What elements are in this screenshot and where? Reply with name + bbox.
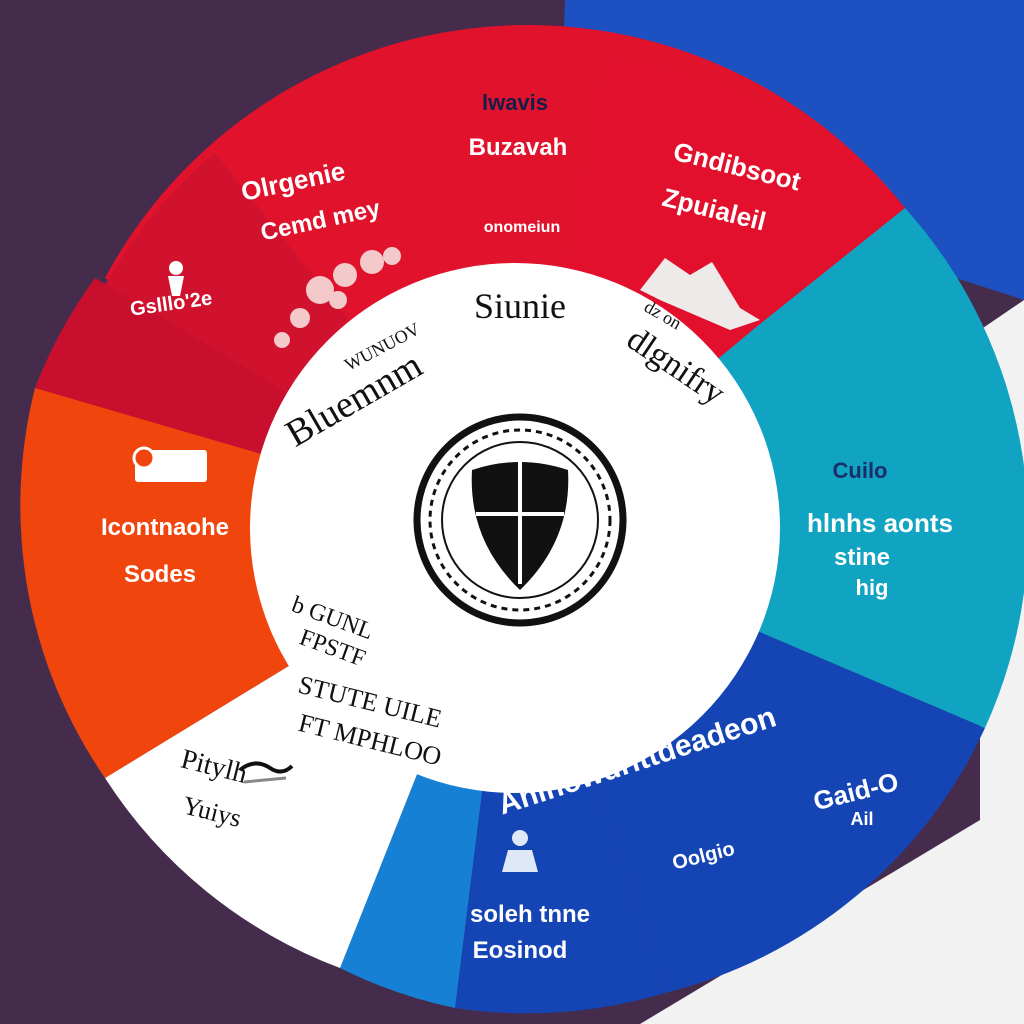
label-mid-blue-1: soleh tnne [470, 901, 590, 928]
mountain-icon [640, 258, 760, 330]
label-teal-3: stine [834, 544, 890, 571]
person-icon [502, 830, 538, 872]
label-red-top-1: lwavis [482, 90, 548, 115]
shield-emblem-icon [413, 413, 627, 627]
flower-icon [274, 247, 401, 348]
label-teal-1: Cuilo [833, 458, 888, 483]
label-blue-right-2: Ail [850, 809, 873, 829]
fist-icon [132, 446, 207, 482]
label-orange-1: Icontnaohe [101, 514, 229, 541]
label-orange-2: Sodes [124, 561, 196, 588]
inner-label-top: Siunie [474, 286, 566, 326]
label-mid-blue-2: Eosinod [473, 937, 568, 964]
label-teal-4: hig [856, 575, 889, 600]
label-red-top-3: onomeiun [484, 219, 560, 236]
blue-arc-label-small: cls ars [496, 765, 541, 781]
wheel [20, 25, 1024, 1014]
label-red-top-2: Buzavah [469, 134, 568, 161]
scribble-icon [238, 761, 294, 784]
figure-icon [168, 261, 184, 296]
label-teal-2: hlnhs aonts [807, 508, 953, 538]
